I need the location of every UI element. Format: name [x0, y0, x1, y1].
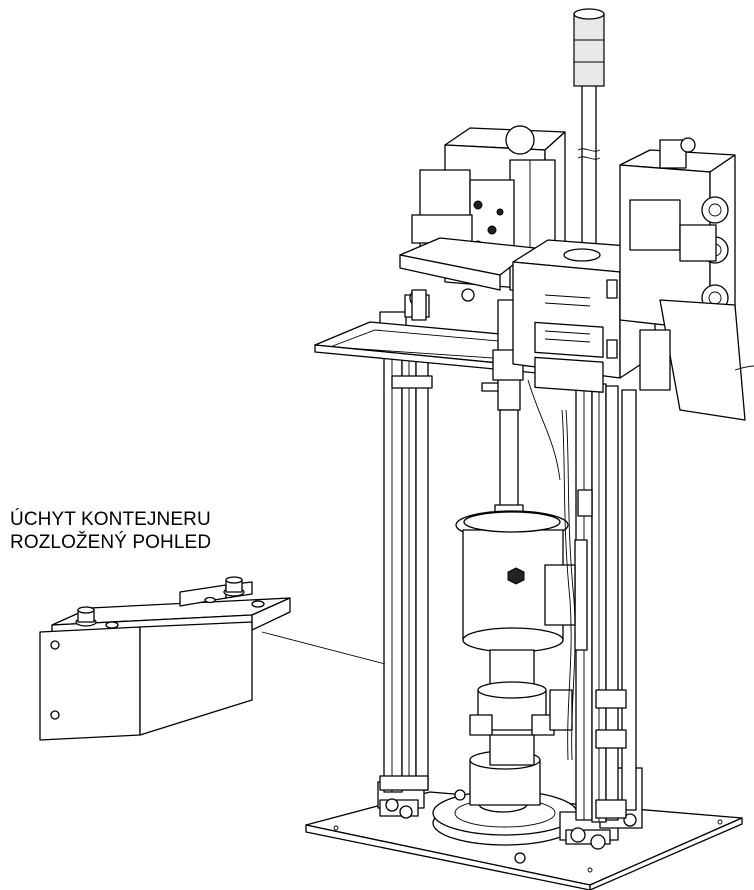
label-line-2: ROZLOŽENÝ POHLED: [10, 532, 212, 553]
pump-lower: [455, 299, 593, 766]
fluid-valve-assembly: [619, 137, 754, 421]
leader-line: [261, 631, 386, 665]
right-ram-column: [574, 379, 637, 823]
stack-light: [573, 8, 605, 251]
left-ram-column: [379, 294, 430, 793]
container-bracket-exploded: [39, 576, 291, 741]
exploded-view-label: ÚCHYT KONTEJNERU ROZLOŽENÝ POHLED: [10, 508, 211, 554]
hoses: [527, 379, 576, 761]
label-line-1: ÚCHYT KONTEJNERU: [10, 509, 211, 530]
